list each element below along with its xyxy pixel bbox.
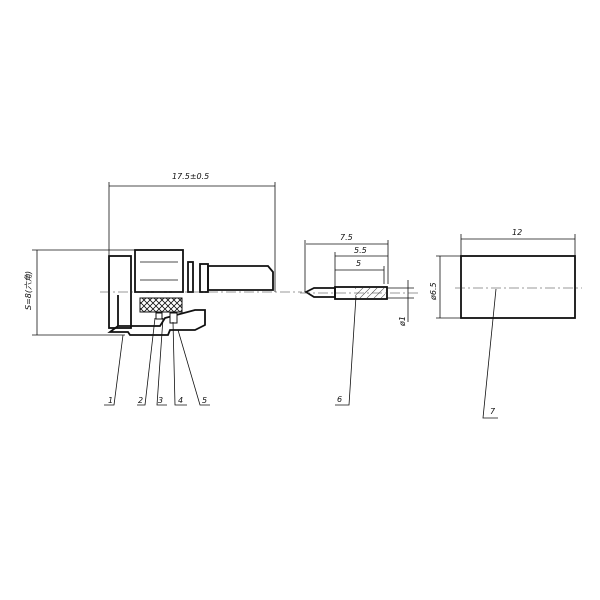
pin-diameter-label: ø1: [398, 316, 407, 327]
part-label-2: 2: [138, 396, 143, 405]
contact-pin: 7.5 5.5 5 ø1 6: [300, 233, 418, 406]
part-label-7: 7: [490, 407, 496, 416]
part-label-1: 1: [108, 396, 113, 405]
pin-length-label: 7.5: [340, 233, 353, 242]
pin-dim-b-label: 5: [356, 259, 361, 268]
part-label-3: 3: [158, 396, 163, 405]
part-label-5: 5: [202, 396, 207, 405]
pin-dim-a-label: 5.5: [354, 246, 367, 255]
hex-size-label: S=8(六角): [24, 271, 33, 310]
sleeve-diameter-label: ø6.5: [429, 282, 438, 301]
part-label-6: 6: [337, 395, 342, 404]
part-label-4: 4: [178, 396, 183, 405]
overall-length-label: 17.5±0.5: [172, 172, 209, 181]
connector-assembly: 17.5±0.5 S=8(六角) 1 2 3 4 5: [24, 172, 302, 406]
crimp-sleeve: 12 ø6.5 7: [429, 228, 582, 419]
sleeve-length-label: 12: [512, 228, 522, 237]
